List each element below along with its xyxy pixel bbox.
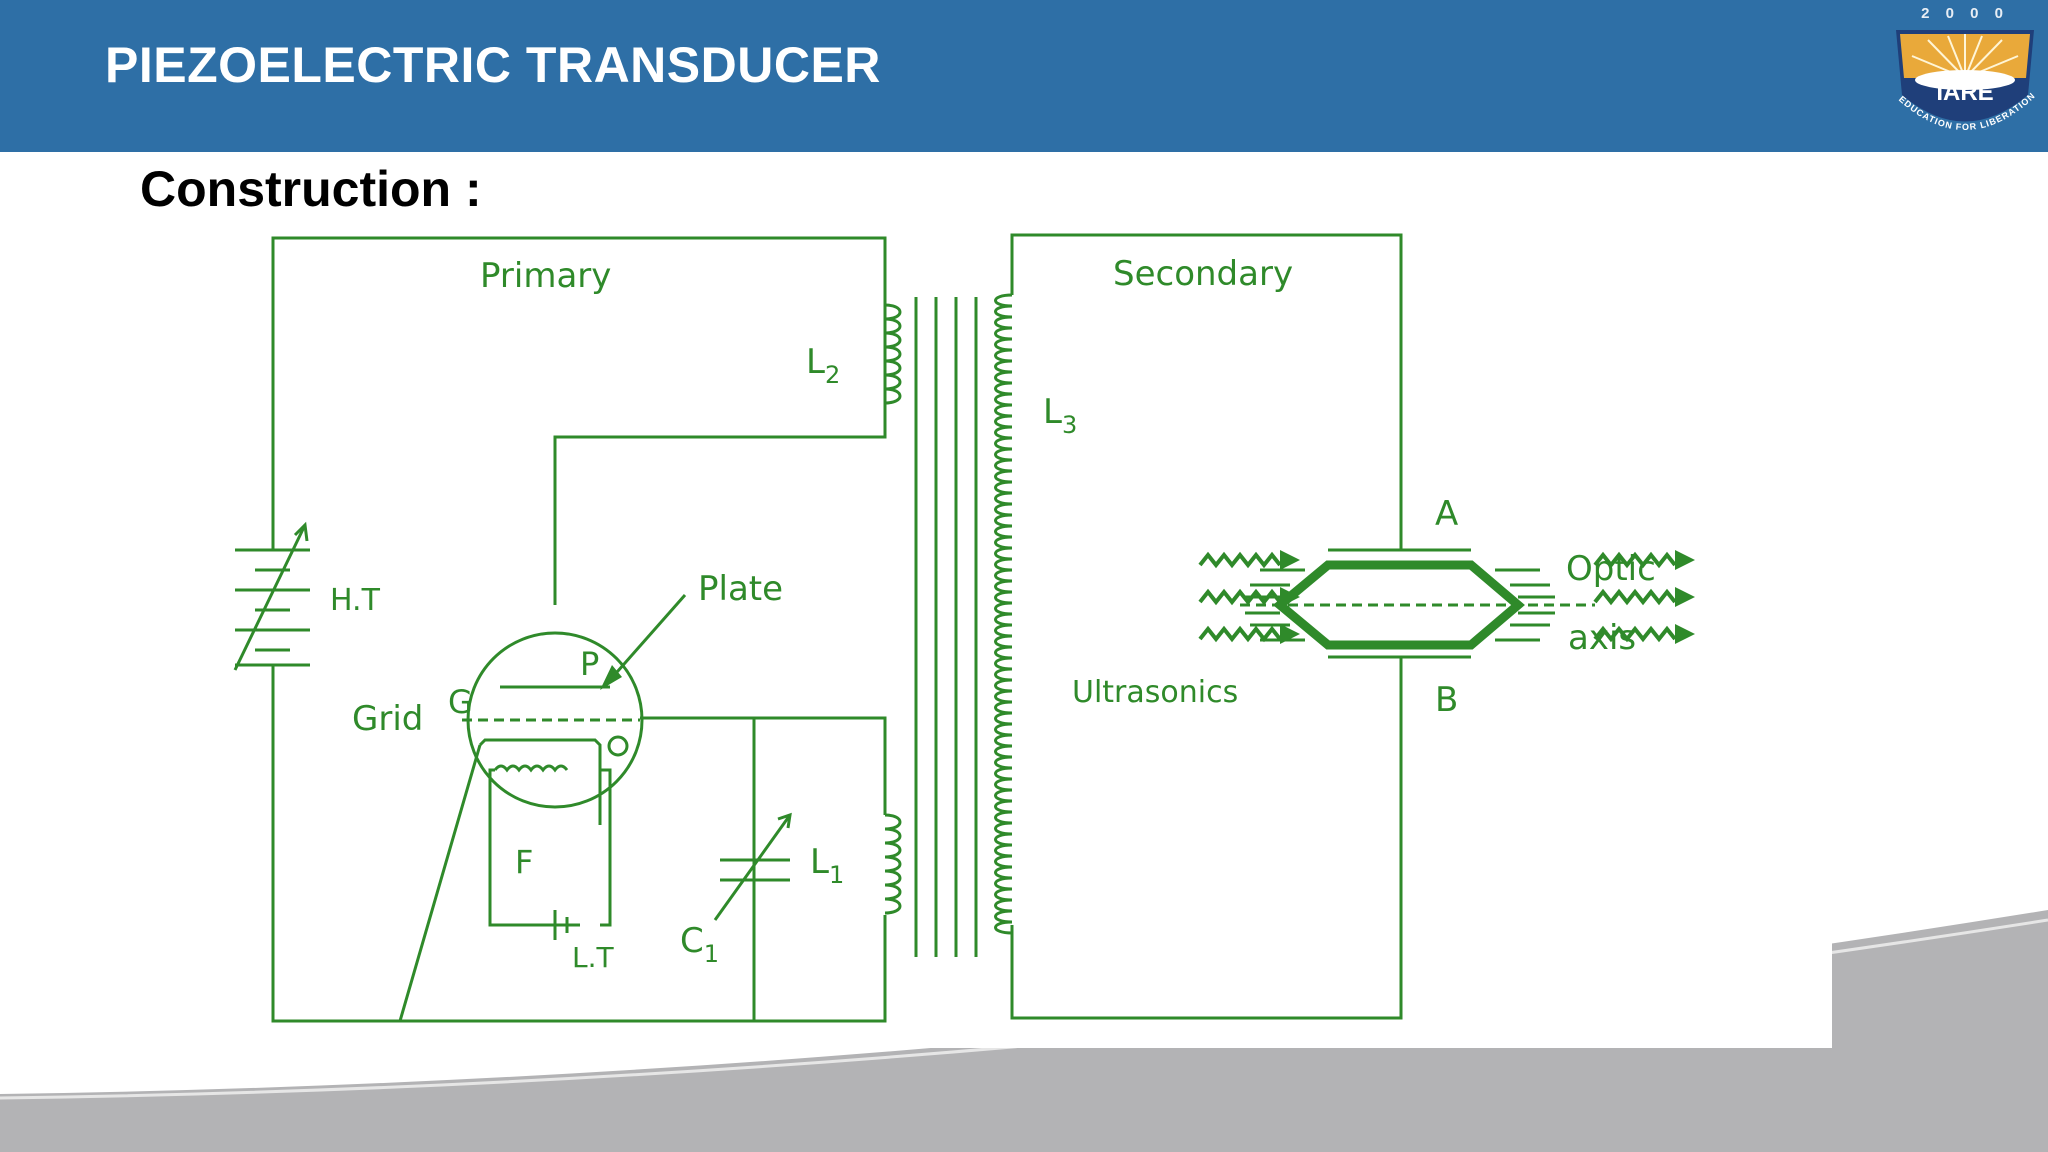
label-l2-sub: 2 <box>825 361 840 389</box>
label-l3: L <box>1043 392 1062 432</box>
svg-text:L1: L1 <box>810 842 844 889</box>
wave-line <box>1593 625 1677 643</box>
inductor-l1 <box>884 813 902 915</box>
plate-pointer <box>608 594 687 681</box>
wave-arrowhead <box>1280 550 1300 570</box>
wave-arrowhead <box>1280 587 1300 607</box>
wave-arrowhead <box>1280 624 1300 644</box>
svg-text:L3: L3 <box>1043 392 1077 439</box>
label-l1-sub: 1 <box>829 861 844 889</box>
label-ht: H.T <box>330 583 381 618</box>
primary-circuit-wires <box>271 236 887 1023</box>
secondary-circuit-wires <box>1010 233 1403 1020</box>
svg-text:C1: C1 <box>680 921 719 968</box>
label-g: G <box>448 683 473 721</box>
wave-arrowhead <box>1675 624 1695 644</box>
label-optic: Optic <box>1566 549 1656 589</box>
inductor-l3 <box>994 293 1013 935</box>
label-c1-sub: 1 <box>704 940 719 968</box>
svg-text:L2: L2 <box>806 342 840 389</box>
label-grid: Grid <box>352 699 423 739</box>
ht-battery <box>233 521 310 671</box>
wave-arrowhead <box>1675 550 1695 570</box>
section-heading: Construction : <box>140 161 482 217</box>
label-secondary: Secondary <box>1113 254 1293 294</box>
label-lt: L.T <box>572 941 615 974</box>
wave-line <box>1593 551 1677 569</box>
label-p: P <box>580 645 599 683</box>
logo-year: 2 0 0 0 <box>1921 5 2009 22</box>
label-l1: L <box>810 842 829 882</box>
wave-line <box>1198 551 1282 569</box>
inductor-l2 <box>884 303 902 405</box>
label-c1: C <box>680 921 704 961</box>
header-bar: PIEZOELECTRIC TRANSDUCER 2 0 0 0 IARE ED… <box>0 0 2048 152</box>
vacuum-tube <box>462 631 644 940</box>
ultrasonic-waves <box>1198 550 1695 644</box>
iare-logo: 2 0 0 0 IARE EDUCATION FOR LIBERATION <box>1896 5 2036 132</box>
logo-text: IARE <box>1936 79 1993 106</box>
piezo-crystal <box>1240 548 1595 659</box>
label-b: B <box>1435 680 1458 720</box>
transformer-core <box>914 297 978 957</box>
label-l3-sub: 3 <box>1062 411 1077 439</box>
wave-line <box>1198 588 1282 606</box>
wave-line <box>1593 588 1677 606</box>
wave-line <box>1198 625 1282 643</box>
label-a: A <box>1435 494 1458 534</box>
slide-title: PIEZOELECTRIC TRANSDUCER <box>105 37 881 93</box>
label-plate: Plate <box>698 569 783 609</box>
inductor-l3-winding <box>994 293 1013 935</box>
diagram-panel <box>200 225 1832 1048</box>
label-f: F <box>515 843 533 881</box>
label-l2: L <box>806 342 825 382</box>
label-axis: axis <box>1568 618 1636 658</box>
piezoelectric-oscillator-diagram: Primary Secondary L2 L3 L1 C1 H.T Plate … <box>233 233 1695 1023</box>
wave-arrowhead <box>1675 587 1695 607</box>
capacitor-c1 <box>713 812 792 921</box>
label-primary: Primary <box>480 256 611 296</box>
label-ultrasonics: Ultrasonics <box>1072 675 1238 710</box>
